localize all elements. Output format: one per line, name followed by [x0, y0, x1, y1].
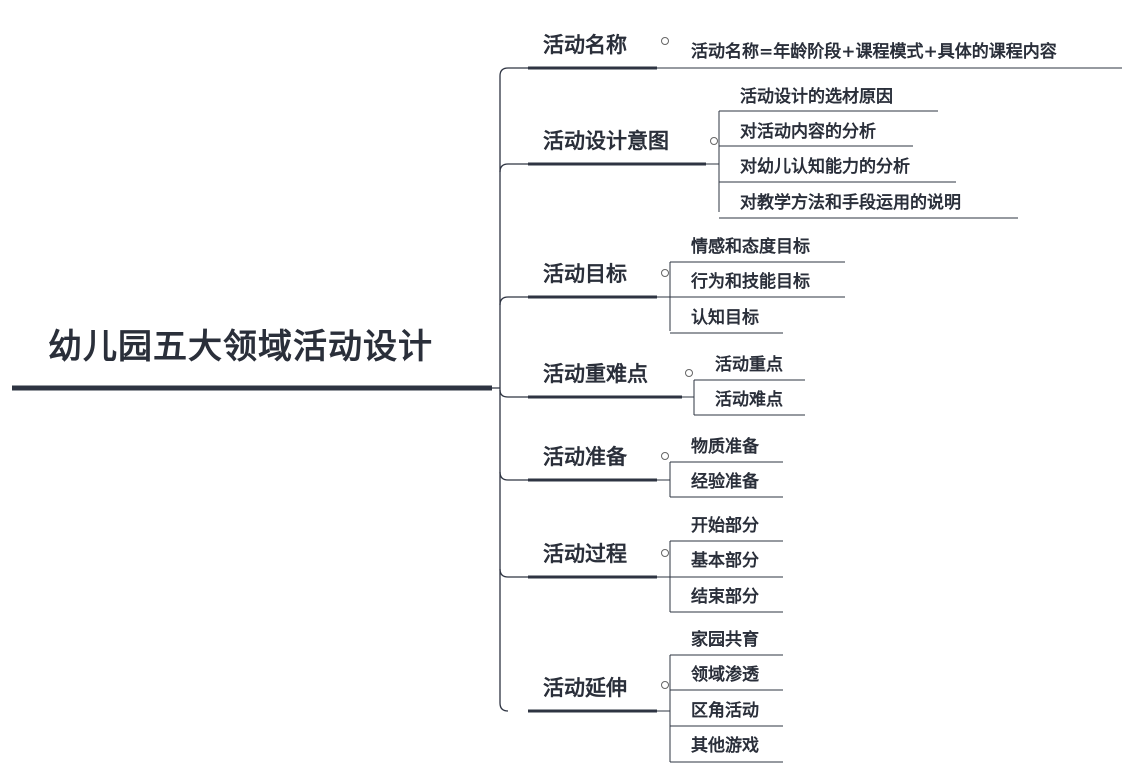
collapse-toggle-icon[interactable]	[661, 269, 669, 277]
collapse-toggle-icon[interactable]	[661, 681, 669, 689]
leaf-label[interactable]: 活动重点	[715, 355, 783, 375]
leaf-label[interactable]: 基本部分	[691, 551, 759, 571]
root-title[interactable]: 幼儿园五大领域活动设计	[48, 327, 433, 367]
leaf-label[interactable]: 区角活动	[691, 701, 759, 721]
leaf-label[interactable]: 结束部分	[691, 587, 759, 607]
branch-connector	[499, 163, 528, 173]
leaf-label[interactable]: 活动设计的选材原因	[740, 87, 893, 107]
leaf-label[interactable]: 对活动内容的分析	[740, 122, 876, 142]
branch-label-activity-name[interactable]: 活动名称	[543, 32, 627, 57]
branch-label-preparation[interactable]: 活动准备	[543, 444, 627, 469]
branch-connector	[499, 296, 528, 306]
branch-label-key-difficult-points[interactable]: 活动重难点	[543, 361, 648, 386]
leaf-connector	[657, 462, 671, 497]
leaf-label[interactable]: 家园共育	[691, 630, 759, 650]
branch-connector	[499, 471, 528, 481]
leaf-connector	[657, 655, 671, 762]
collapse-toggle-icon[interactable]	[661, 452, 669, 460]
leaf-label[interactable]: 对幼儿认知能力的分析	[740, 157, 910, 177]
leaf-label[interactable]: 认知目标	[691, 308, 759, 328]
leaf-label[interactable]: 活动名称=年龄阶段+课程模式+具体的课程内容	[691, 42, 1057, 62]
branch-label-design-intent[interactable]: 活动设计意图	[543, 128, 669, 153]
leaf-connector	[706, 111, 720, 212]
leaf-label[interactable]: 开始部分	[691, 516, 759, 536]
leaf-label[interactable]: 物质准备	[691, 437, 759, 457]
leaf-label[interactable]: 活动难点	[715, 390, 783, 410]
root-spine	[492, 67, 509, 712]
branch-label-goals[interactable]: 活动目标	[543, 261, 627, 286]
leaf-connector	[682, 380, 695, 415]
leaf-label[interactable]: 领域渗透	[691, 665, 759, 685]
leaf-label[interactable]: 其他游戏	[691, 736, 759, 756]
branch-connector	[499, 389, 528, 398]
leaf-label[interactable]: 行为和技能目标	[691, 272, 810, 292]
leaf-label[interactable]: 经验准备	[691, 472, 759, 492]
branch-label-extension[interactable]: 活动延伸	[543, 675, 627, 700]
branch-connector	[499, 568, 528, 578]
collapse-toggle-icon[interactable]	[661, 549, 669, 557]
leaf-label[interactable]: 情感和态度目标	[691, 237, 810, 257]
branch-label-process[interactable]: 活动过程	[543, 541, 627, 566]
collapse-toggle-icon[interactable]	[710, 137, 718, 145]
leaf-label[interactable]: 对教学方法和手段运用的说明	[740, 193, 961, 213]
collapse-toggle-icon[interactable]	[661, 37, 669, 45]
collapse-toggle-icon[interactable]	[685, 369, 693, 377]
